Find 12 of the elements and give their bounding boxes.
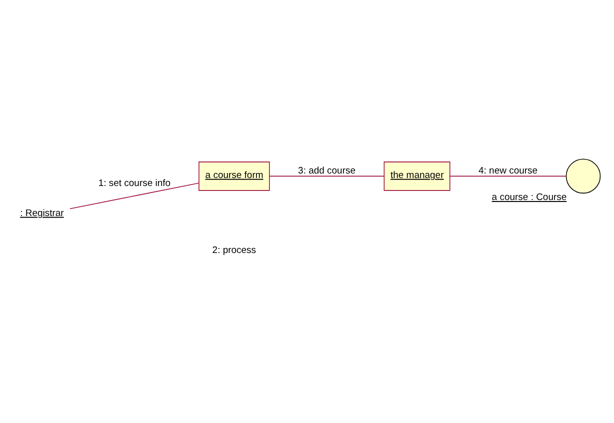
edge-label: 1: set course info bbox=[98, 178, 171, 189]
node-box: the manager bbox=[384, 161, 450, 190]
node-label: a course : Course bbox=[492, 192, 567, 203]
edge-label: 4: new course bbox=[478, 164, 538, 176]
label: 2: process bbox=[212, 244, 256, 256]
connector bbox=[70, 182, 200, 209]
connector bbox=[450, 175, 567, 176]
node-circle bbox=[566, 158, 601, 194]
connector bbox=[269, 175, 384, 176]
node-box: a course form bbox=[198, 161, 270, 190]
node-text: : Registrar bbox=[20, 207, 64, 218]
edge-label: 3: add course bbox=[298, 164, 356, 176]
